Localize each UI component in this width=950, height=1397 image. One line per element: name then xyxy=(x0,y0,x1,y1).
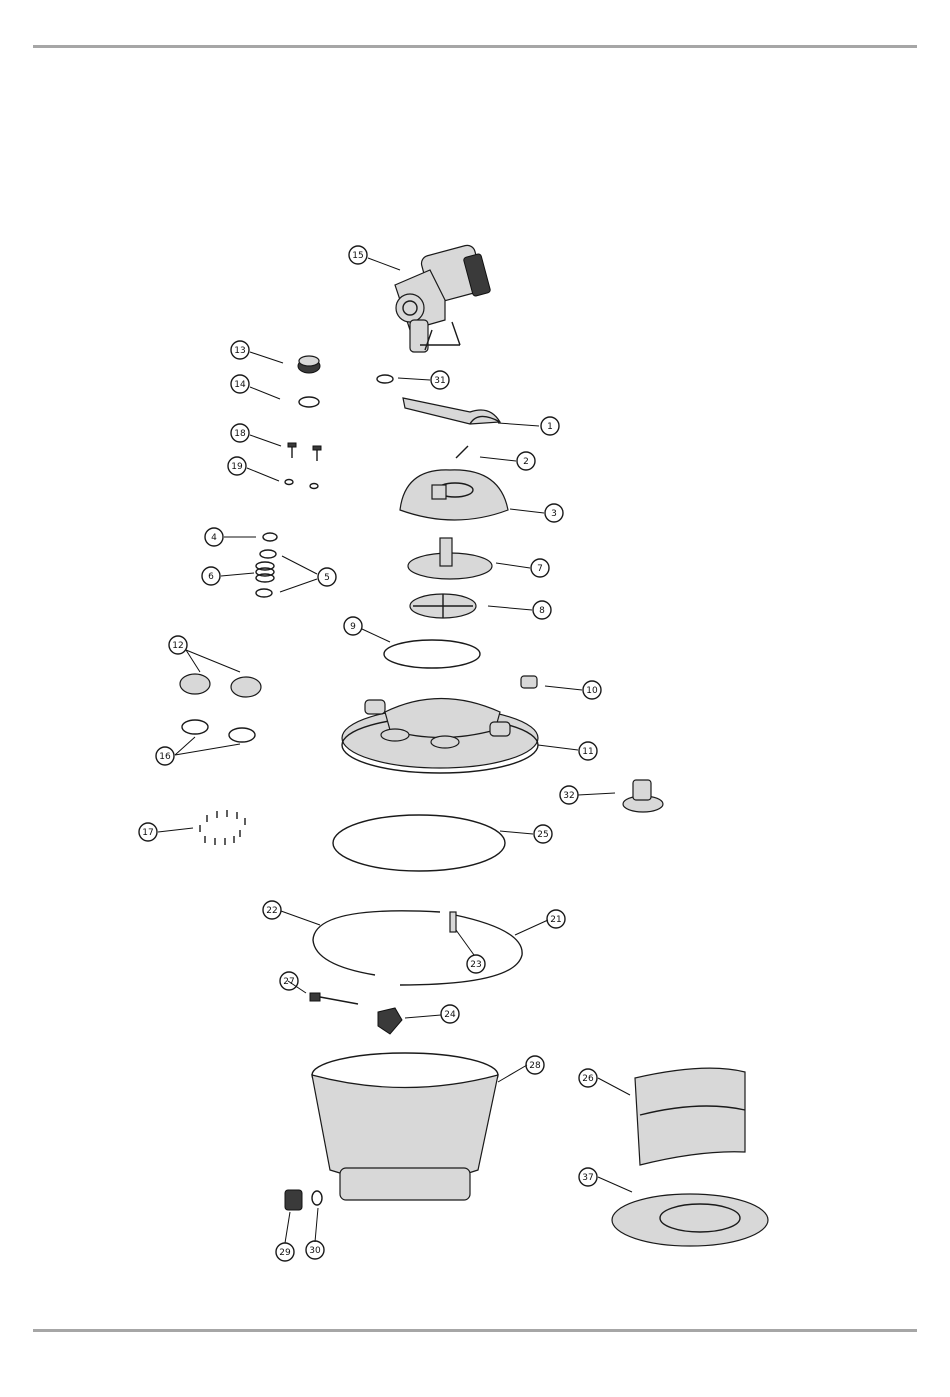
callout-27: 27 xyxy=(280,972,298,990)
callout-21: 21 xyxy=(547,910,565,928)
part-oring-9 xyxy=(384,640,480,668)
callout-14: 14 xyxy=(231,375,249,393)
part-washer-14 xyxy=(299,397,319,407)
callout-16: 16 xyxy=(156,747,174,765)
svg-text:5: 5 xyxy=(324,573,330,583)
callout-13: 13 xyxy=(231,341,249,359)
svg-text:26: 26 xyxy=(582,1074,594,1084)
part-drain-plug xyxy=(285,1190,302,1210)
callout-12: 12 xyxy=(169,636,187,654)
part-disc xyxy=(410,594,476,618)
callout-26: 26 xyxy=(579,1069,597,1087)
svg-text:11: 11 xyxy=(582,747,593,757)
svg-text:16: 16 xyxy=(159,752,171,762)
svg-text:14: 14 xyxy=(234,380,246,390)
callout-10: 10 xyxy=(583,681,601,699)
callout-8: 8 xyxy=(533,601,551,619)
svg-text:18: 18 xyxy=(234,429,246,439)
part-oring-31 xyxy=(377,375,393,383)
callout-32: 32 xyxy=(560,786,578,804)
part-motor xyxy=(395,244,491,352)
svg-text:37: 37 xyxy=(582,1173,593,1183)
part-laterals xyxy=(635,1068,745,1165)
part-base-grate xyxy=(612,1194,768,1246)
part-diffuser xyxy=(623,780,663,812)
part-tank xyxy=(312,1053,498,1200)
part-oring-30 xyxy=(312,1191,322,1205)
svg-text:9: 9 xyxy=(350,622,356,632)
callout-22: 22 xyxy=(263,901,281,919)
svg-text:7: 7 xyxy=(537,564,543,574)
callout-18: 18 xyxy=(231,424,249,442)
callout-3: 3 xyxy=(545,504,563,522)
callout-30: 30 xyxy=(306,1241,324,1259)
svg-text:1: 1 xyxy=(547,422,553,432)
svg-text:22: 22 xyxy=(266,906,277,916)
part-washers-19 xyxy=(285,480,318,489)
callout-31: 31 xyxy=(431,371,449,389)
part-oring-4 xyxy=(263,533,277,541)
part-screws-17 xyxy=(200,810,245,845)
svg-text:12: 12 xyxy=(172,641,183,651)
svg-text:32: 32 xyxy=(563,791,574,801)
callout-4: 4 xyxy=(205,528,223,546)
part-caps-12 xyxy=(180,674,261,697)
svg-text:25: 25 xyxy=(537,830,548,840)
callout-9: 9 xyxy=(344,617,362,635)
part-handle xyxy=(403,398,500,424)
svg-text:24: 24 xyxy=(444,1010,456,1020)
part-screws-18 xyxy=(288,443,321,461)
callout-19: 19 xyxy=(228,457,246,475)
callout-24: 24 xyxy=(441,1005,459,1023)
svg-text:21: 21 xyxy=(550,915,561,925)
svg-text:15: 15 xyxy=(352,251,363,261)
svg-text:2: 2 xyxy=(523,457,529,467)
svg-text:3: 3 xyxy=(551,509,557,519)
callout-2: 2 xyxy=(517,452,535,470)
part-pin-23 xyxy=(450,912,456,932)
callout-23: 23 xyxy=(467,955,485,973)
part-ring-5b xyxy=(256,589,272,597)
callout-29: 29 xyxy=(276,1243,294,1261)
part-nut xyxy=(298,356,320,373)
callout-1: 1 xyxy=(541,417,559,435)
part-spring-6 xyxy=(256,562,274,582)
part-cap-10 xyxy=(521,676,537,688)
svg-text:10: 10 xyxy=(586,686,598,696)
part-pin-2 xyxy=(456,446,468,458)
svg-text:30: 30 xyxy=(309,1246,321,1256)
part-bolt xyxy=(310,993,358,1004)
svg-text:6: 6 xyxy=(208,572,214,582)
part-rotor xyxy=(408,538,492,579)
callout-7: 7 xyxy=(531,559,549,577)
part-oring-25 xyxy=(333,815,505,871)
svg-text:28: 28 xyxy=(529,1061,541,1071)
callout-11: 11 xyxy=(579,742,597,760)
svg-text:4: 4 xyxy=(211,533,217,543)
part-ring-5a xyxy=(260,550,276,558)
svg-text:17: 17 xyxy=(142,828,153,838)
callout-17: 17 xyxy=(139,823,157,841)
svg-text:13: 13 xyxy=(234,346,245,356)
svg-text:19: 19 xyxy=(231,462,243,472)
callout-6: 6 xyxy=(202,567,220,585)
svg-text:31: 31 xyxy=(434,376,445,386)
callout-5: 5 xyxy=(318,568,336,586)
callout-15: 15 xyxy=(349,246,367,264)
svg-text:23: 23 xyxy=(470,960,481,970)
svg-text:27: 27 xyxy=(283,977,294,987)
callout-25: 25 xyxy=(534,825,552,843)
svg-text:29: 29 xyxy=(279,1248,291,1258)
part-knob xyxy=(378,1008,402,1034)
callout-37: 37 xyxy=(579,1168,597,1186)
svg-text:8: 8 xyxy=(539,606,545,616)
part-clamp xyxy=(313,911,522,985)
part-valve-body xyxy=(342,699,538,774)
part-valve-cover xyxy=(400,470,508,520)
callout-28: 28 xyxy=(526,1056,544,1074)
